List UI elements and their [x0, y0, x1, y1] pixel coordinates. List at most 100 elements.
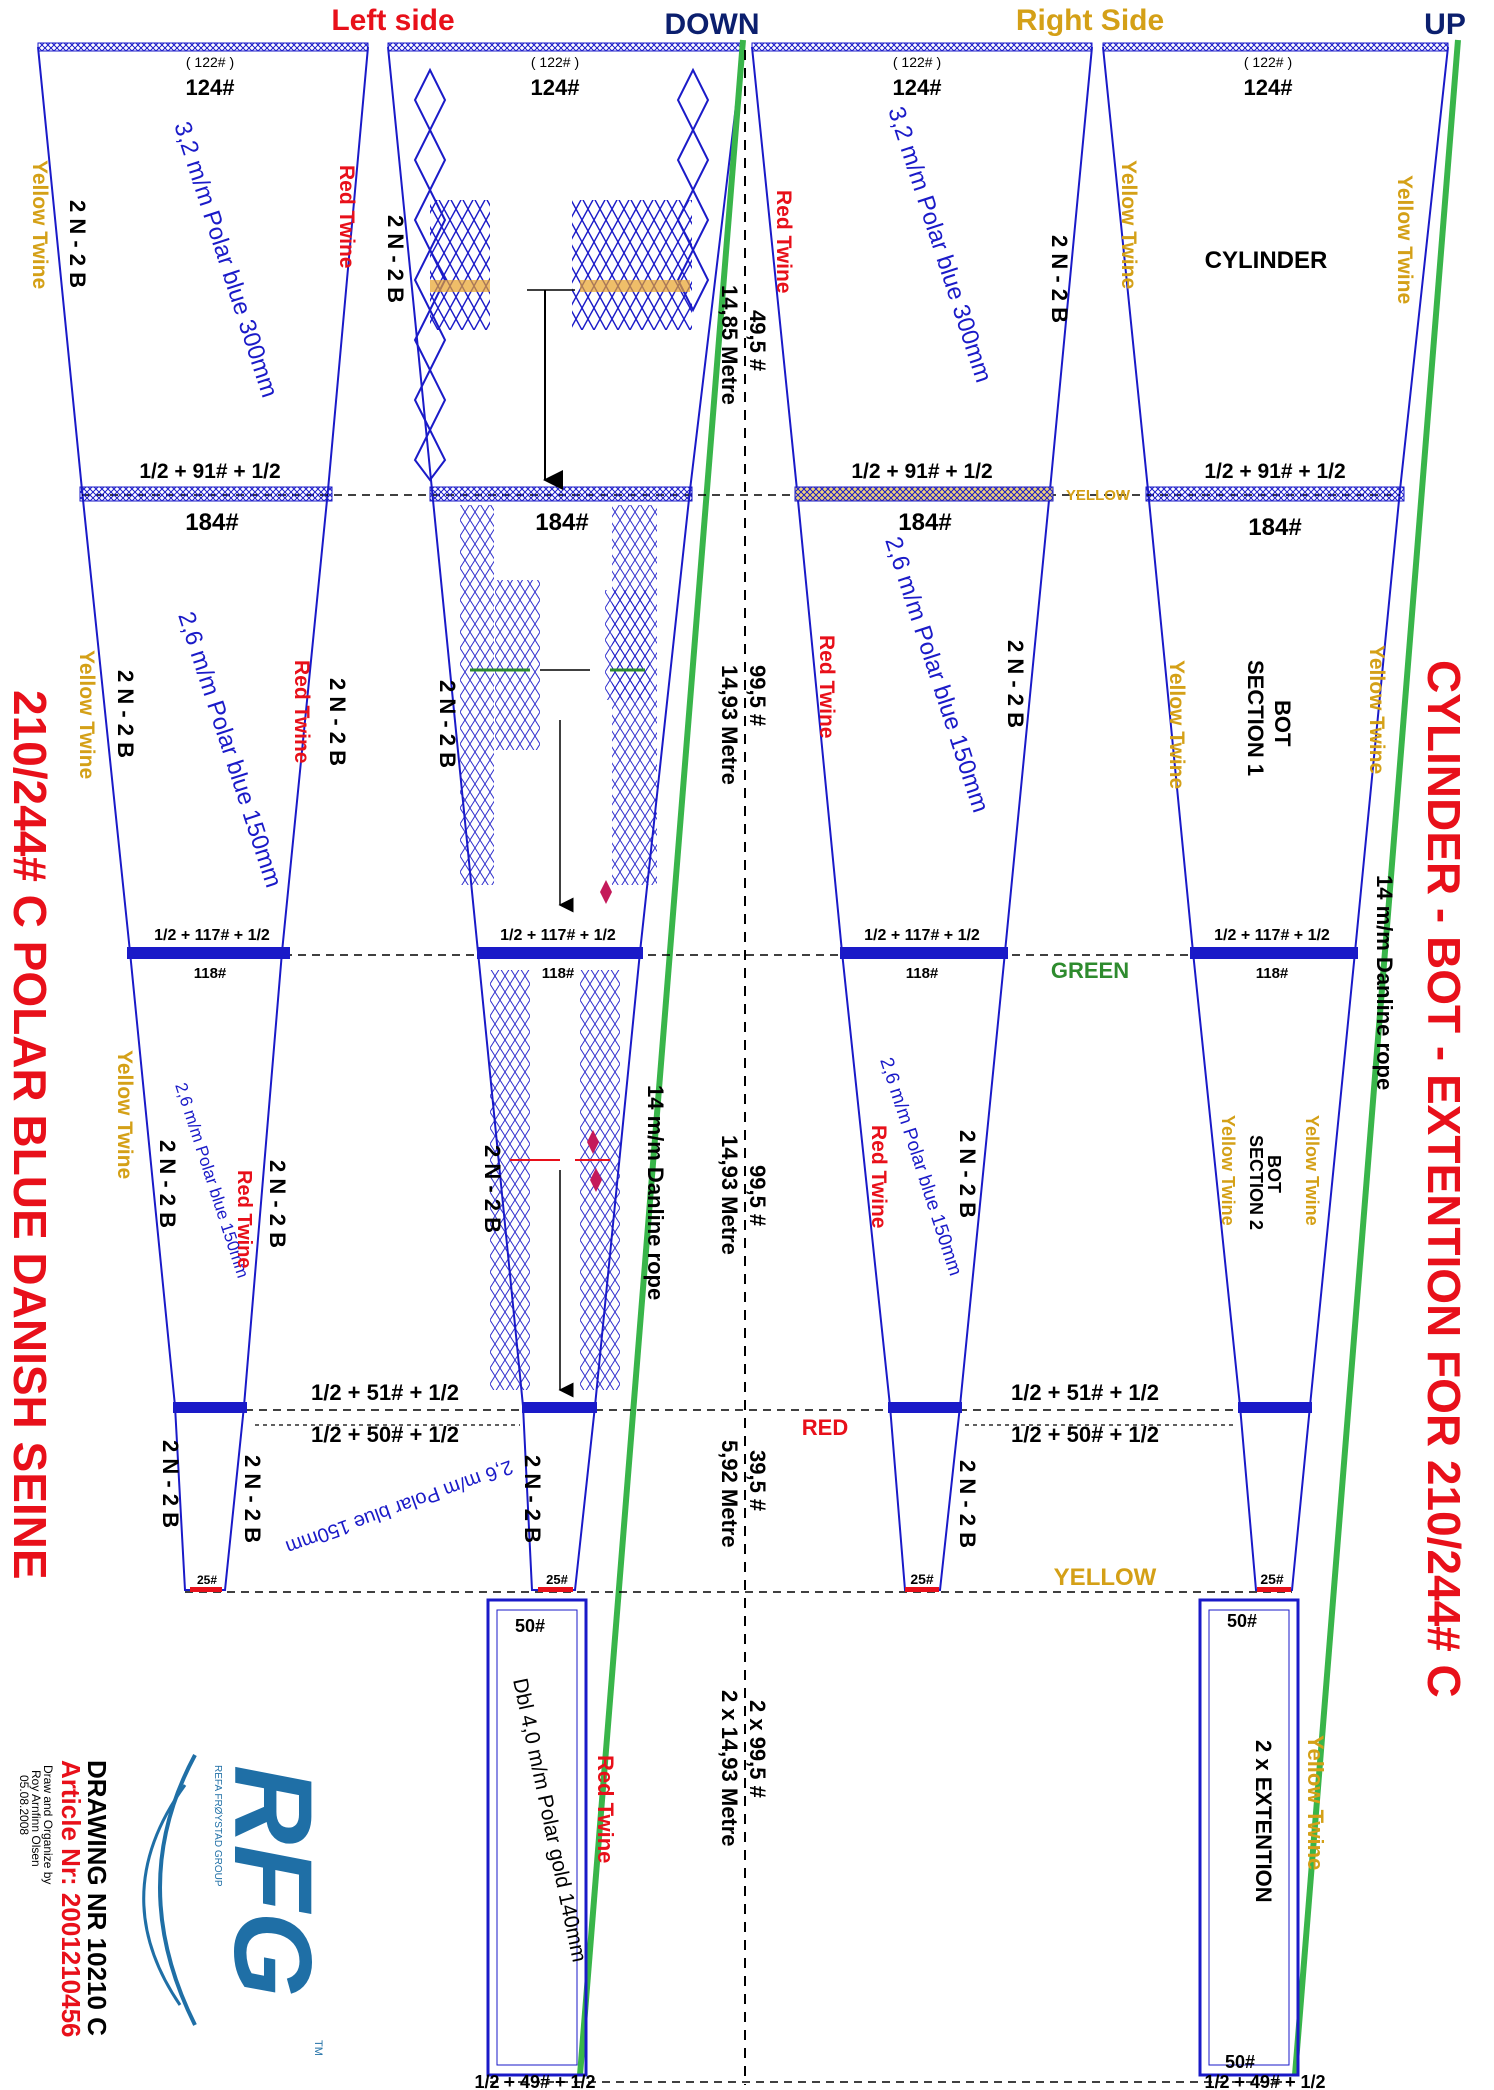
row1-bar-3: [794, 486, 1054, 502]
right-vertical-title: CYLINDER - BOT - EXTENTION FOR 210/244# …: [1418, 660, 1470, 1698]
p1-bar-2: 2 N - 2 B: [113, 670, 138, 758]
extension-box-left: [486, 1598, 588, 2077]
left-side-title: Left side: [331, 4, 454, 37]
extension-box-right: [1198, 1598, 1300, 2077]
m1-len: 14,85 Metre: [717, 285, 742, 405]
row3-top-1: 118#: [194, 965, 227, 982]
m1-mesh: 49,5 #: [745, 310, 770, 371]
p2-red-ext: Red Twine: [593, 1755, 618, 1863]
p1-polar-300: 3,2 m/m Polar blue 300mm: [168, 119, 283, 401]
p2-bar-4: 2 N - 2 B: [520, 1455, 545, 1543]
tiny-51-1: 1/2 + 51# + 1/2: [190, 1395, 231, 1401]
ext-top-left: 50#: [515, 1616, 545, 1636]
p1-bar-1: 2 N - 2 B: [65, 200, 90, 288]
row3-top-2: 118#: [542, 965, 575, 982]
top-bar-3: [751, 42, 1093, 52]
down-title: DOWN: [665, 8, 760, 41]
row3-bottom-1: 1/2 + 51# + 1/2: [311, 1380, 459, 1405]
row2-top-3: 184#: [898, 509, 951, 536]
drawn-by-1: Draw and Organize by: [41, 1765, 55, 1884]
row4-bottom-2: 25#: [546, 1572, 568, 1587]
green-marker: GREEN: [1051, 958, 1129, 983]
drawing-date: 05.08.2008: [17, 1775, 31, 1835]
ext-bottom-left: 1/2 + 49# + 1/2: [474, 2072, 595, 2090]
row2-bar-1: [127, 947, 290, 959]
p3-red-2: Red Twine: [815, 635, 838, 738]
m4-len: 5,92 Metre: [717, 1440, 742, 1548]
row2-bar-2: [477, 947, 643, 959]
right-side-title: Right Side: [1016, 4, 1164, 37]
p1-polar-150-c: 2,6 m/m Polar blue 150mm: [283, 1455, 516, 1558]
p3-bar-1: 2 N - 2 B: [1047, 235, 1072, 323]
top-bar-4: [1102, 42, 1449, 52]
row3-bar-1: [173, 1402, 247, 1413]
p3-polar-300: 3,2 m/m Polar blue 300mm: [882, 104, 997, 386]
p4-yellow-1: Yellow Twine: [1117, 160, 1140, 289]
p1-yellow-3: Yellow Twine: [113, 1050, 136, 1179]
row2-bottom-2: 1/2 + 117# + 1/2: [500, 927, 616, 944]
left-vertical-title: 210/244# C POLAR BLUE DANISH SEINE: [4, 690, 56, 1580]
row4-bar-3: [905, 1587, 939, 1592]
sub-top-1: ( 122# ): [186, 54, 234, 70]
row4-bottom-3: 25#: [910, 1571, 934, 1587]
drawing-nr: DRAWING NR 10210 C: [82, 1760, 112, 2036]
row2-bottom-1: 1/2 + 117# + 1/2: [154, 927, 270, 944]
top-count-2: 124#: [531, 75, 580, 100]
yellow-marker-2: YELLOW: [1054, 1564, 1157, 1591]
m3-len: 14,93 Metre: [717, 1135, 742, 1255]
mesh-illustration-row3: [490, 970, 620, 1398]
row2-top-1: 184#: [185, 509, 238, 536]
p4-bot2-line1: BOT: [1264, 1155, 1284, 1193]
p3-bar-2: 2 N - 2 B: [1003, 640, 1028, 728]
drawn-by-2: Roy Arnfinn Olsen: [29, 1770, 43, 1867]
group-name: REFA FRØYSTAD GROUP: [212, 1765, 223, 1887]
top-bar-1: [37, 42, 369, 52]
panel-3-outline: [751, 46, 1093, 1591]
row2-top-4: 184#: [1248, 514, 1301, 541]
yellow-marker-1: YELLOW: [1066, 487, 1131, 504]
row4-bar-4: [1257, 1587, 1291, 1592]
p4-yellow-4: Yellow Twine: [1365, 645, 1388, 774]
p4-bot1-line1: BOT: [1270, 700, 1295, 747]
top-count-1: 124#: [186, 75, 235, 100]
m5-mesh: 2 x 99,5 #: [745, 1700, 770, 1798]
row4-top-1: 1/2 + 50# + 1/2: [311, 1422, 459, 1447]
p4-yellow-2: Yellow Twine: [1393, 175, 1416, 304]
ext-inner-bottom-right: 50#: [1225, 2052, 1255, 2072]
p3-bar-4: 2 N - 2 B: [955, 1460, 980, 1548]
p1-red-1: Red Twine: [335, 165, 358, 268]
p1-yellow-2: Yellow Twine: [75, 650, 98, 779]
row3-bar-3: [888, 1402, 962, 1413]
tm-mark: TM: [312, 2040, 324, 2056]
p1-bar-6: 2 N - 2 B: [158, 1440, 183, 1528]
extension-box-left-inner: [496, 1609, 578, 2066]
p2-bar-2: 2 N - 2 B: [435, 680, 460, 768]
row1-bar-2: [429, 486, 693, 502]
row3-bottom-3: 1/2 + 51# + 1/2: [1011, 1380, 1159, 1405]
row3-bar-4: [1238, 1402, 1312, 1413]
ext-top-right: 50#: [1227, 1611, 1257, 1631]
danline-rope-left: [577, 39, 746, 2076]
row4-bottom-4: 25#: [1260, 1571, 1284, 1587]
p4-extention: 2 x EXTENTION: [1251, 1740, 1276, 1903]
company-logo: RFG TM REFA FRØYSTAD GROUP: [142, 1754, 334, 2056]
row2-top-2: 184#: [535, 509, 588, 536]
row4-bar-2: [538, 1587, 573, 1592]
p4-yellow-ext: Yellow Twine: [1303, 1735, 1328, 1870]
row1-bar-1: [79, 486, 333, 502]
p1-bar-4: 2 N - 2 B: [155, 1140, 180, 1228]
sub-top-3: ( 122# ): [893, 54, 941, 70]
row3-bar-2: [522, 1402, 597, 1413]
p2-danline: 14 m/m Danline rope: [643, 1085, 668, 1300]
p1-red-3: Red Twine: [233, 1170, 255, 1269]
p4-yellow-3: Yellow Twine: [1165, 660, 1188, 789]
p2-bar-3: 2 N - 2 B: [480, 1145, 505, 1233]
row1-bottom-4: 1/2 + 91# + 1/2: [1204, 460, 1345, 483]
m4-mesh: 39,5 #: [745, 1450, 770, 1511]
mesh-illustration-row2: [460, 505, 657, 913]
red-marker: RED: [802, 1415, 848, 1440]
p1-bar-7: 2 N - 2 B: [240, 1455, 265, 1543]
sub-top-2: ( 122# ): [531, 54, 579, 70]
row4-bottom-1: 25#: [197, 1573, 217, 1587]
